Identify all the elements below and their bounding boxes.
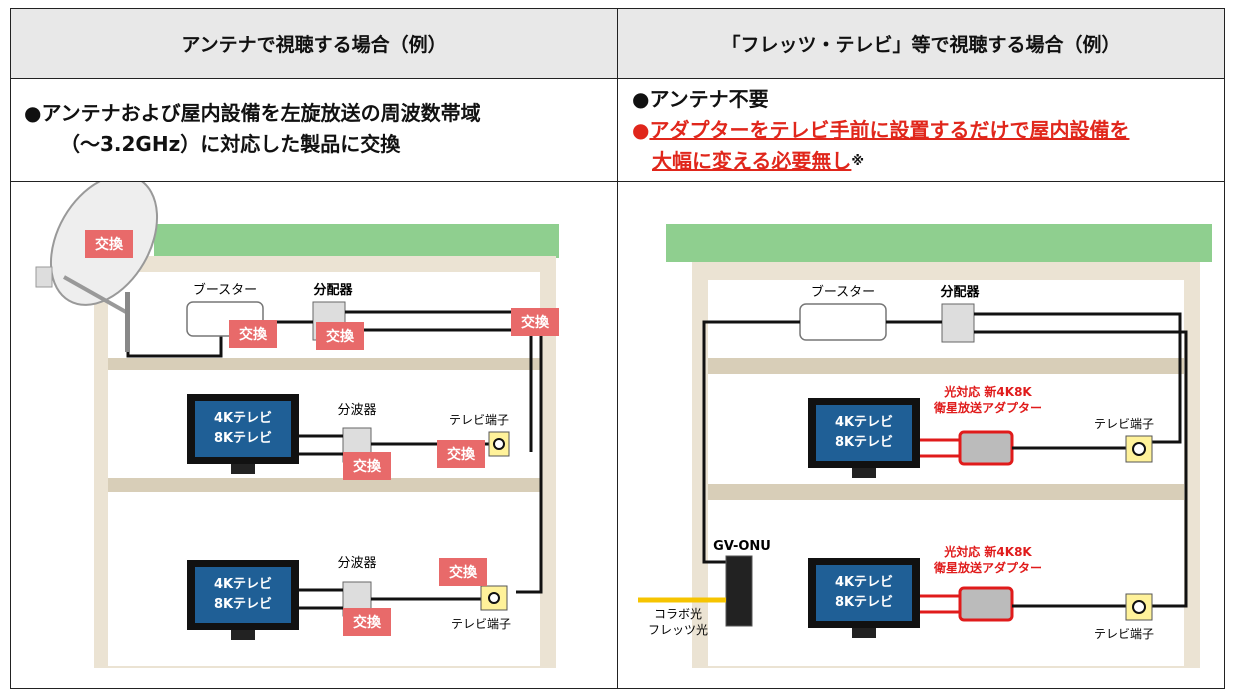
tv-outlet-label: テレビ端子	[1094, 627, 1154, 641]
header-divider	[10, 78, 1225, 79]
floor	[708, 484, 1184, 500]
tv-outlet-label: テレビ端子	[1094, 417, 1154, 431]
tv-outlet-label: テレビ端子	[451, 617, 511, 631]
replace-badge: 交換	[343, 452, 391, 480]
bullet: ●	[632, 87, 650, 111]
adapter-2f	[958, 430, 1014, 466]
cable	[345, 328, 543, 594]
antenna-description: ●アンテナおよび屋内設備を左旋放送の周波数帯域 （～3.2GHz）に対応した製品…	[24, 98, 609, 160]
replace-badge: 交換	[511, 308, 559, 336]
tv-screen	[195, 401, 291, 457]
tv-outlet-label: テレビ端子	[449, 413, 509, 427]
svg-text:交換: 交換	[449, 564, 478, 581]
svg-text:交換: 交換	[447, 446, 476, 463]
fiber-label-line1: コラボ光	[654, 607, 702, 621]
tv-label-line1: 4Kテレビ	[835, 574, 893, 590]
replace-badge: 交換	[439, 558, 487, 586]
cable	[702, 320, 800, 564]
flets-description: ●アンテナ不要 ●アダプターをテレビ手前に設置するだけで屋内設備を 大幅に変える…	[632, 84, 1217, 177]
gv-onu-device	[725, 555, 753, 627]
adapter-label-line2: 衛星放送アダプター	[933, 400, 1042, 415]
floor	[708, 358, 1184, 374]
tv-label-line2: 8Kテレビ	[214, 430, 272, 446]
distributor-label: 分配器	[940, 284, 980, 300]
bullet: ●	[24, 101, 42, 125]
flets-desc-item1: アンテナ不要	[649, 87, 769, 111]
cable	[974, 312, 1182, 444]
tv-label-line2: 8Kテレビ	[835, 594, 893, 610]
flets-tv-diagram: ブースター 分配器 4Kテレビ 8Kテレビ 光対応 新4K8K 衛星放送アダプタ…	[638, 224, 1212, 668]
adapter-label-line1: 光対応 新4K8K	[943, 384, 1032, 399]
tv-label-line1: 4Kテレビ	[214, 576, 272, 592]
tv-screen	[816, 565, 912, 621]
tv-stand	[852, 628, 876, 638]
antenna-desc-line2: （～3.2GHz）に対応した製品に交換	[60, 132, 401, 156]
booster-box	[799, 303, 887, 341]
tv-label-line2: 8Kテレビ	[214, 596, 272, 612]
note-mark: ※	[851, 154, 865, 169]
house-roof	[666, 224, 1212, 262]
replace-badge: 交換	[229, 320, 277, 348]
svg-text:交換: 交換	[239, 326, 268, 343]
flets-desc-item2-line1: アダプターをテレビ手前に設置するだけで屋内設備を	[649, 118, 1130, 142]
svg-text:交換: 交換	[521, 314, 550, 331]
fiber-label-line2: フレッツ光	[648, 623, 708, 637]
tv-stand	[852, 468, 876, 478]
cable	[126, 330, 223, 358]
header-flets-tv: 「フレッツ・テレビ」等で視聴する場合（例）	[618, 9, 1224, 78]
distributor-label: 分配器	[313, 282, 353, 298]
replace-badge: 交換	[343, 608, 391, 636]
room-1f	[708, 500, 1184, 666]
booster-label: ブースター	[193, 282, 257, 298]
svg-text:交換: 交換	[353, 458, 382, 475]
flets-desc-item2-line2: 大幅に変える必要無し	[652, 149, 852, 173]
replace-badge: 交換	[437, 440, 485, 468]
antenna-desc-line1: アンテナおよび屋内設備を左旋放送の周波数帯域	[41, 101, 481, 125]
tv-label-line1: 4Kテレビ	[835, 414, 893, 430]
bullet-red: ●	[632, 118, 650, 142]
house-roof	[154, 224, 559, 258]
splitter-label: 分波器	[337, 556, 376, 571]
room-2f	[708, 374, 1184, 484]
onu-label: GV-ONU	[713, 539, 771, 554]
adapter-1f	[958, 586, 1014, 622]
tv-stand	[231, 464, 255, 474]
tv-label-line2: 8Kテレビ	[835, 434, 893, 450]
booster-label: ブースター	[811, 284, 875, 300]
floor	[108, 478, 540, 492]
splitter-label: 分波器	[337, 403, 376, 418]
tv-label-line1: 4Kテレビ	[214, 410, 272, 426]
column-divider	[617, 8, 618, 689]
replace-badge: 交換	[316, 322, 364, 350]
svg-text:交換: 交換	[326, 328, 355, 345]
tv-screen	[816, 405, 912, 461]
distributor-box	[941, 303, 975, 343]
antenna-diagram: ブースター 分配器 4Kテレビ 8Kテレビ 分波器 テレビ端子 4Kテレビ 8K…	[35, 182, 559, 668]
svg-text:交換: 交換	[95, 236, 124, 253]
adapter-label-line2: 衛星放送アダプター	[933, 560, 1042, 575]
tv-stand	[231, 630, 255, 640]
svg-text:交換: 交換	[353, 614, 382, 631]
description-divider	[10, 181, 1225, 182]
floor	[108, 358, 540, 370]
adapter-label-line1: 光対応 新4K8K	[943, 544, 1032, 559]
replace-badge: 交換	[85, 230, 133, 258]
header-antenna: アンテナで視聴する場合（例）	[11, 9, 617, 78]
tv-screen	[195, 567, 291, 623]
cable	[974, 330, 1188, 608]
